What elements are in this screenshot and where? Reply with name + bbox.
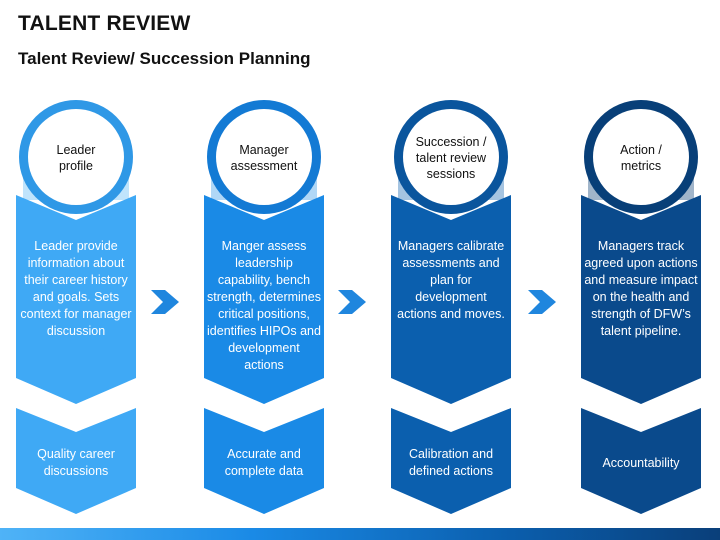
step-label: Action / metrics [620, 143, 662, 173]
step-outcome-panel [581, 408, 701, 514]
chevron-right-icon [528, 290, 556, 314]
step-shapes [391, 100, 511, 514]
step-description: Leader provide information about their c… [20, 239, 132, 338]
chevron-right-icon [338, 290, 366, 314]
chevron-right-icon [151, 290, 179, 314]
step-circle-inner [593, 109, 689, 205]
page-subtitle: Talent Review/ Succession Planning [18, 49, 311, 68]
step-outcome-panel [16, 408, 136, 514]
step-outcome-panel [204, 408, 324, 514]
step-circle-inner [28, 109, 124, 205]
step-outcome: Calibration and defined actions [408, 447, 494, 478]
footer-gradient-bar [0, 528, 720, 540]
step-body-panel [16, 195, 136, 404]
step-circle-inner [216, 109, 312, 205]
step-label: Leader profile [56, 143, 96, 173]
step-outcome: Accountability [602, 455, 680, 470]
step-shapes [581, 100, 701, 514]
step-shapes [204, 100, 324, 514]
step-label: Manager assessment [230, 143, 298, 173]
step-body-panel [204, 195, 324, 404]
step-outcome-panel [391, 408, 511, 514]
step-description: Managers track agreed upon actions and m… [584, 239, 698, 338]
step-outcome: Accurate and complete data [224, 447, 304, 478]
step-shapes [16, 100, 136, 514]
step-circle-inner [403, 109, 499, 205]
step-description: Manger assess leadership capability, ben… [207, 239, 321, 372]
step-body-panel [581, 195, 701, 404]
step-label: Succession / talent review sessions [415, 135, 487, 181]
step-outcome: Quality career discussions [37, 447, 115, 478]
page-title: TALENT REVIEW [18, 12, 191, 35]
step-body-panel [391, 195, 511, 404]
step-description: Managers calibrate assessments and plan … [397, 239, 505, 321]
